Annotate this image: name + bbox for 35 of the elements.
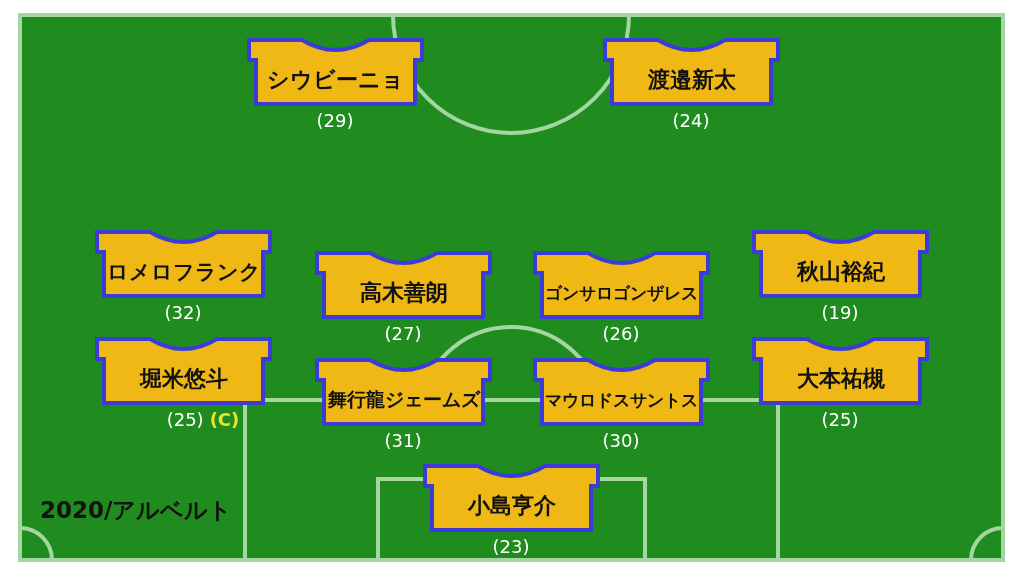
player-name: 舞行龍ジェームズ (326, 387, 482, 412)
jersey-box (315, 358, 492, 426)
jersey-box (423, 464, 600, 532)
player-age: (30) (602, 430, 640, 451)
jersey-box (603, 38, 780, 106)
jersey-box (315, 251, 492, 319)
jersey-box (247, 38, 424, 106)
jersey-box (533, 251, 710, 319)
player-name: 秋山裕紀 (795, 258, 886, 286)
player-age: (25) (166, 409, 204, 430)
player-name: ロメロフランク (105, 259, 262, 286)
player-age: (26) (602, 323, 640, 344)
captain-mark: (C) (209, 409, 240, 430)
player-name: ゴンサロゴンザレス (544, 281, 699, 305)
season-coach-label: 2020/アルベルト (40, 496, 233, 525)
player-name: 大本祐槻 (795, 365, 886, 393)
player-name: 渡邉新太 (646, 66, 737, 94)
player-age: (23) (492, 536, 530, 557)
jersey-box (752, 337, 929, 405)
player-age: (31) (384, 430, 422, 451)
jersey-box (95, 230, 272, 298)
player-name: シウビーニョ (266, 66, 405, 94)
jersey-box (533, 358, 710, 426)
player-name: マウロドスサントス (544, 388, 699, 412)
jersey-box (95, 337, 272, 405)
player-age: (19) (821, 302, 859, 323)
player-age: (32) (164, 302, 202, 323)
jersey-box (752, 230, 929, 298)
player-name: 高木善朗 (358, 279, 449, 307)
player-age: (25) (821, 409, 859, 430)
player-age: (24) (672, 110, 710, 131)
player-name: 小島亨介 (466, 492, 557, 520)
player-name: 堀米悠斗 (138, 365, 229, 393)
player-age: (27) (384, 323, 422, 344)
player-age: (29) (316, 110, 354, 131)
